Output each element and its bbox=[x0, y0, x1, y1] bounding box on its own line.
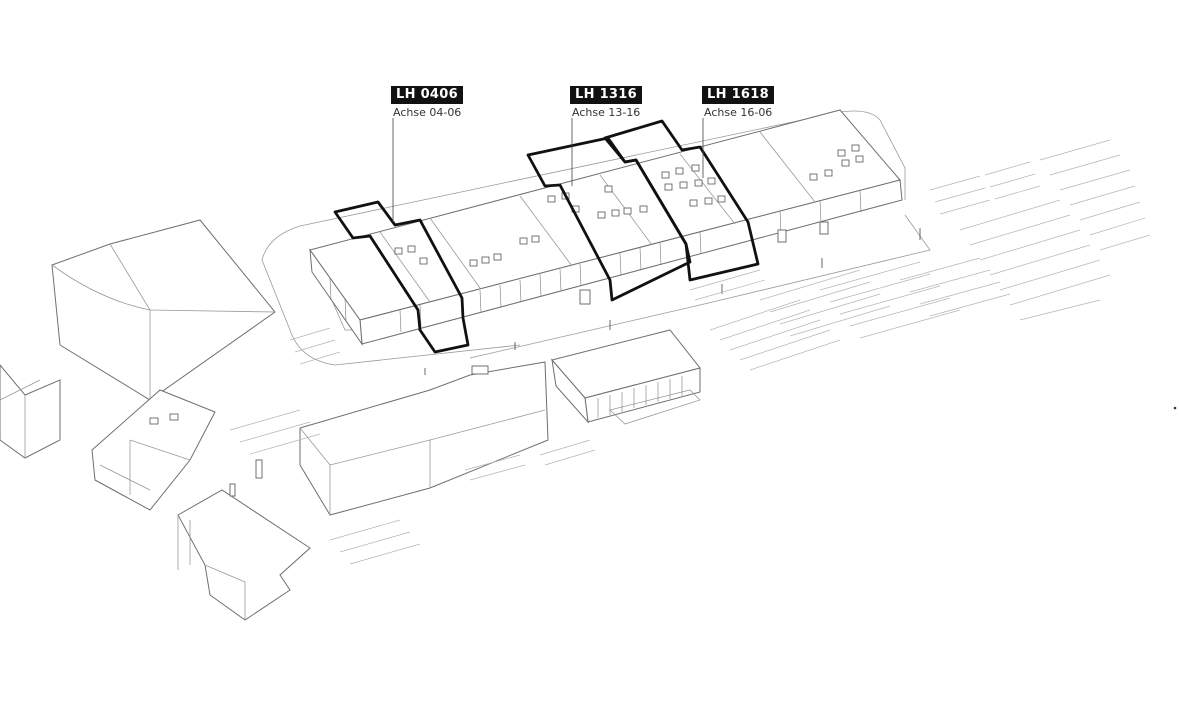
left-large-hall bbox=[51, 219, 276, 401]
label-lh1316-subtitle: Achse 13-16 bbox=[572, 106, 641, 119]
lower-left-building bbox=[177, 489, 311, 621]
label-lh1618-title: LH 1618 bbox=[702, 86, 774, 104]
facade-lines bbox=[329, 189, 862, 333]
office-building bbox=[551, 329, 701, 425]
label-lh0406-title: LH 0406 bbox=[391, 86, 463, 104]
site-details bbox=[229, 221, 829, 497]
unit-outline-lh0406 bbox=[333, 200, 470, 354]
small-house-left bbox=[0, 364, 61, 459]
label-lh0406-subtitle: Achse 04-06 bbox=[393, 106, 462, 119]
label-lh0406: LH 0406 Achse 04-06 bbox=[391, 83, 463, 120]
label-lh1618-subtitle: Achse 16-06 bbox=[704, 106, 773, 119]
unit-outline-lh1618 bbox=[603, 119, 760, 282]
label-lh1316-title: LH 1316 bbox=[570, 86, 642, 104]
label-lh1618: LH 1618 Achse 16-06 bbox=[702, 83, 774, 120]
center-building bbox=[299, 361, 549, 516]
roof-skylights bbox=[394, 144, 864, 267]
parking-areas bbox=[229, 139, 1151, 565]
label-lh1316: LH 1316 Achse 13-16 bbox=[570, 83, 642, 120]
main-hall bbox=[309, 109, 903, 346]
residential-building bbox=[91, 389, 216, 511]
